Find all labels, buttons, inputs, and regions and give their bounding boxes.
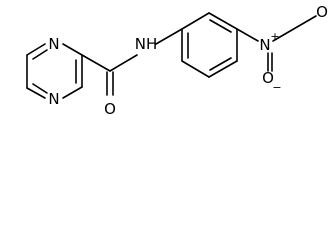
atom-label-n: N bbox=[48, 90, 59, 108]
bond bbox=[62, 86, 83, 99]
amide-group bbox=[81, 28, 183, 96]
atom-label-nh: NH bbox=[135, 35, 158, 53]
double-bond-inner bbox=[209, 19, 232, 33]
charge-plus: + bbox=[270, 30, 279, 43]
bond bbox=[208, 60, 238, 78]
nitro-group bbox=[236, 15, 317, 72]
benzene-ring bbox=[181, 12, 238, 78]
bond bbox=[26, 43, 46, 56]
bond bbox=[26, 87, 46, 99]
bond bbox=[62, 43, 83, 56]
bond bbox=[236, 28, 259, 42]
bond bbox=[208, 12, 238, 30]
atom-label-nitro-o-bottom: O bbox=[262, 69, 274, 87]
double-bond-inner bbox=[32, 49, 48, 60]
pyrazine-ring bbox=[26, 43, 83, 99]
atom-label-nitro-o-top: O bbox=[316, 3, 328, 21]
charge-minus: − bbox=[272, 81, 281, 94]
atom-label-nitro-n: N bbox=[259, 36, 270, 54]
bond bbox=[155, 28, 183, 45]
double-bond-inner bbox=[32, 83, 48, 94]
double-bond-inner bbox=[209, 57, 232, 71]
bond bbox=[181, 12, 210, 30]
chemical-structure-diagram: N N NH O N + O O − bbox=[26, 3, 328, 118]
bond bbox=[81, 54, 111, 72]
atom-label-n: N bbox=[48, 35, 59, 53]
bond bbox=[109, 54, 138, 72]
bond bbox=[181, 60, 210, 78]
atom-label-o: O bbox=[104, 100, 116, 118]
bond bbox=[272, 15, 317, 42]
